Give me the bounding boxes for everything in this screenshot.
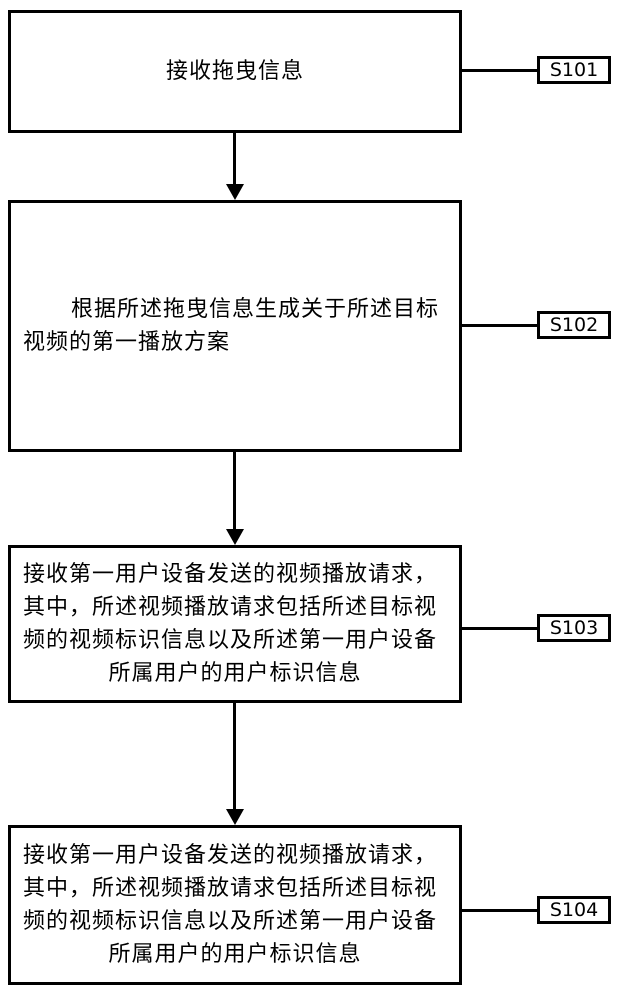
flow-step-4-box: 接收第一用户设备发送的视频播放请求， 其中，所述视频播放请求包括所述目标视 频的… xyxy=(8,825,462,985)
flow-step-2-text-line-2: 视频的第一播放方案 xyxy=(23,330,231,355)
arrow-1-down-icon xyxy=(226,184,244,200)
flow-step-3-text-line-2: 其中，所述视频播放请求包括所述目标视 xyxy=(23,595,438,620)
flow-step-4-text-line-3: 频的视频标识信息以及所述第一用户设备 xyxy=(23,909,438,934)
connector-line-s103 xyxy=(462,627,537,630)
connector-line-s101 xyxy=(462,69,537,72)
flow-step-3-text-line-3: 频的视频标识信息以及所述第一用户设备 xyxy=(23,628,438,653)
flow-step-3-text-line-1: 接收第一用户设备发送的视频播放请求， xyxy=(23,562,438,587)
arrow-3-line xyxy=(233,703,236,812)
arrow-1-line xyxy=(233,133,236,187)
arrow-3-down-icon xyxy=(226,809,244,825)
flow-step-4-text-line-2: 其中，所述视频播放请求包括所述目标视 xyxy=(23,876,438,901)
flow-step-1-text: 接收拖曳信息 xyxy=(165,59,304,84)
step-label-s103: S103 xyxy=(537,614,611,642)
flow-step-3-box: 接收第一用户设备发送的视频播放请求， 其中，所述视频播放请求包括所述目标视 频的… xyxy=(8,545,462,703)
flow-step-3-text-line-4: 所属用户的用户标识信息 xyxy=(108,661,362,686)
connector-line-s104 xyxy=(462,909,537,912)
step-label-s101: S101 xyxy=(537,56,611,84)
flow-step-2-box: 根据所述拖曳信息生成关于所述目标 视频的第一播放方案 xyxy=(8,200,462,452)
step-label-s102: S102 xyxy=(537,311,611,339)
connector-line-s102 xyxy=(462,324,537,327)
arrow-2-down-icon xyxy=(226,529,244,545)
flow-step-4-text-line-1: 接收第一用户设备发送的视频播放请求， xyxy=(23,843,438,868)
flow-step-1-box: 接收拖曳信息 xyxy=(8,10,462,133)
arrow-2-line xyxy=(233,452,236,532)
flow-step-2-text-line-1: 根据所述拖曳信息生成关于所述目标 xyxy=(71,297,440,322)
step-label-s104: S104 xyxy=(537,896,611,924)
flow-step-4-text-line-4: 所属用户的用户标识信息 xyxy=(108,942,362,967)
